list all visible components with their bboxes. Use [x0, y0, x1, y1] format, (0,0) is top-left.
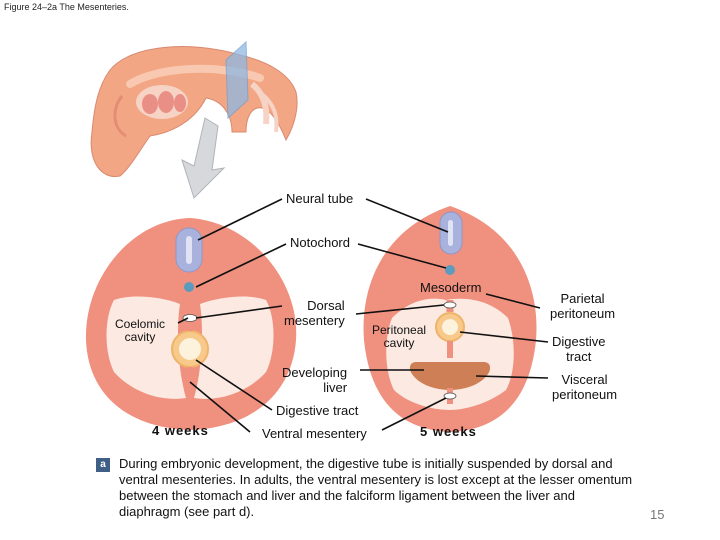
figure-caption: During embryonic development, the digest… — [119, 456, 633, 519]
label-digestive-tract-right: Digestive tract — [552, 334, 606, 364]
figure-title: Figure 24–2a The Mesenteries. — [4, 2, 129, 12]
section-plane — [225, 40, 249, 120]
caption-marker: a — [96, 458, 110, 472]
label-5-weeks: 5 weeks — [420, 424, 477, 439]
label-digestive-tract-center: Digestive tract — [274, 403, 361, 418]
embryo-illustration — [90, 46, 298, 177]
label-notochord: Notochord — [288, 235, 352, 250]
notochord-5w — [445, 265, 455, 275]
page-number: 15 — [650, 507, 665, 522]
label-mesoderm: Mesoderm — [420, 280, 482, 295]
section-4-weeks — [85, 218, 297, 430]
label-coelomic-cavity: Coelomic cavity — [115, 317, 166, 344]
label-peritoneal-cavity: Peritoneal cavity — [372, 323, 427, 350]
notochord-4w — [184, 282, 194, 292]
developing-liver — [409, 362, 491, 390]
label-dorsal-mesentery: Dorsal mesentery — [284, 298, 345, 328]
label-ventral-mesentery: Ventral mesentery — [262, 426, 367, 441]
label-neural-tube: Neural tube — [284, 191, 356, 206]
label-developing-liver: Developing liver — [282, 365, 348, 395]
section-arrow — [181, 117, 226, 199]
label-visceral-peritoneum: Visceral peritoneum — [552, 372, 618, 402]
label-4-weeks: 4 weeks — [152, 423, 209, 438]
leader-lines — [177, 198, 549, 433]
section-5-weeks — [363, 206, 537, 432]
label-parietal-peritoneum: Parietal peritoneum — [550, 291, 616, 321]
